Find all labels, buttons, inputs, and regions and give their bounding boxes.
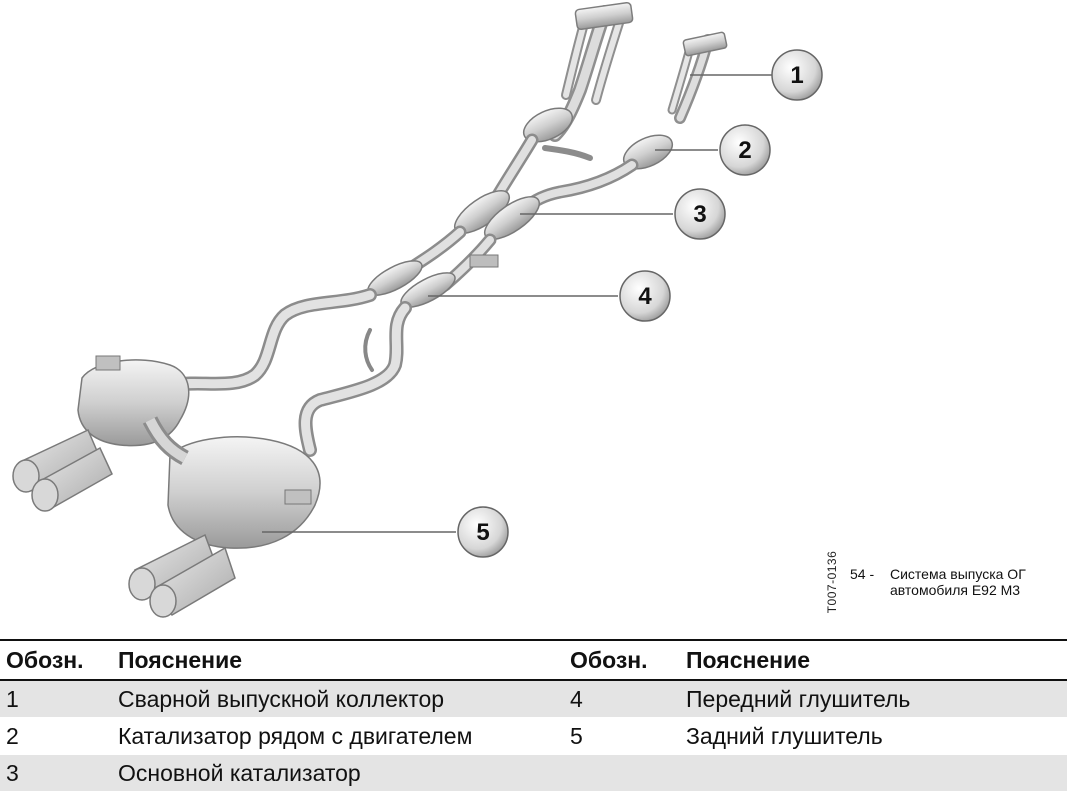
legend-header-description-1: Пояснение [118,646,242,673]
svg-text:5: 5 [476,519,489,546]
callout-4: 4 [619,270,671,322]
legend-cell-description: Основной катализатор [112,754,564,792]
rear-silencer [77,355,321,549]
figure-caption-line-2: автомобиля E92 M3 [890,582,1021,598]
legend-row: 1 Сварной выпускной коллектор 4 Передний… [0,680,1067,718]
legend-header-row: Обозн. Пояснение Обозн. Пояснение [0,640,1067,680]
figure-code-text: T007-0136 [825,550,839,614]
legend-cell-description: Сварной выпускной коллектор [112,680,564,718]
legend-header-description-2: Пояснение [686,646,810,673]
legend-table: Обозн. Пояснение Обозн. Пояснение 1 Свар… [0,639,1067,792]
figure-caption: 54 - Система выпуска ОГ автомобиля E92 M3 [850,566,1026,598]
legend-row: 3 Основной катализатор [0,754,1067,792]
legend-header-code-1: Обозн. [6,646,84,673]
legend-cell-code: 3 [0,754,112,792]
callout-3: 3 [674,188,726,240]
figure-number: 54 - [850,566,875,582]
legend-cell-code: 4 [564,680,680,718]
close-coupled-catalyst-left [522,107,574,143]
exhaust-system-illustration: 1 2 3 4 5 [12,1,823,618]
leader-lines [262,74,772,533]
callout-5: 5 [457,506,509,558]
svg-text:1: 1 [790,62,803,89]
legend-cell-code: 5 [564,717,680,755]
legend-cell-code: 2 [0,717,112,755]
legend-cell-description [680,754,1067,792]
front-pipes [491,133,639,215]
callout-1: 1 [771,49,823,101]
svg-text:3: 3 [693,201,706,228]
figure-code: T007-0136 [822,545,842,625]
rear-pipes [168,288,412,457]
svg-text:2: 2 [738,137,751,164]
figure-caption-line-1: Система выпуска ОГ [890,566,1026,582]
callout-2: 2 [719,124,771,176]
legend-cell-description: Передний глушитель [680,680,1067,718]
tailpipes [12,428,236,618]
svg-text:4: 4 [638,283,652,310]
legend-header-code-2: Обозн. [570,646,648,673]
legend-cell-description: Задний глушитель [680,717,1067,755]
legend-cell-code: 1 [0,680,112,718]
legend-cell-description: Катализатор рядом с двигателем [112,717,564,755]
exhaust-manifold-right [667,31,728,124]
legend-row: 2 Катализатор рядом с двигателем 5 Задни… [0,717,1067,755]
legend-cell-code [564,754,680,792]
